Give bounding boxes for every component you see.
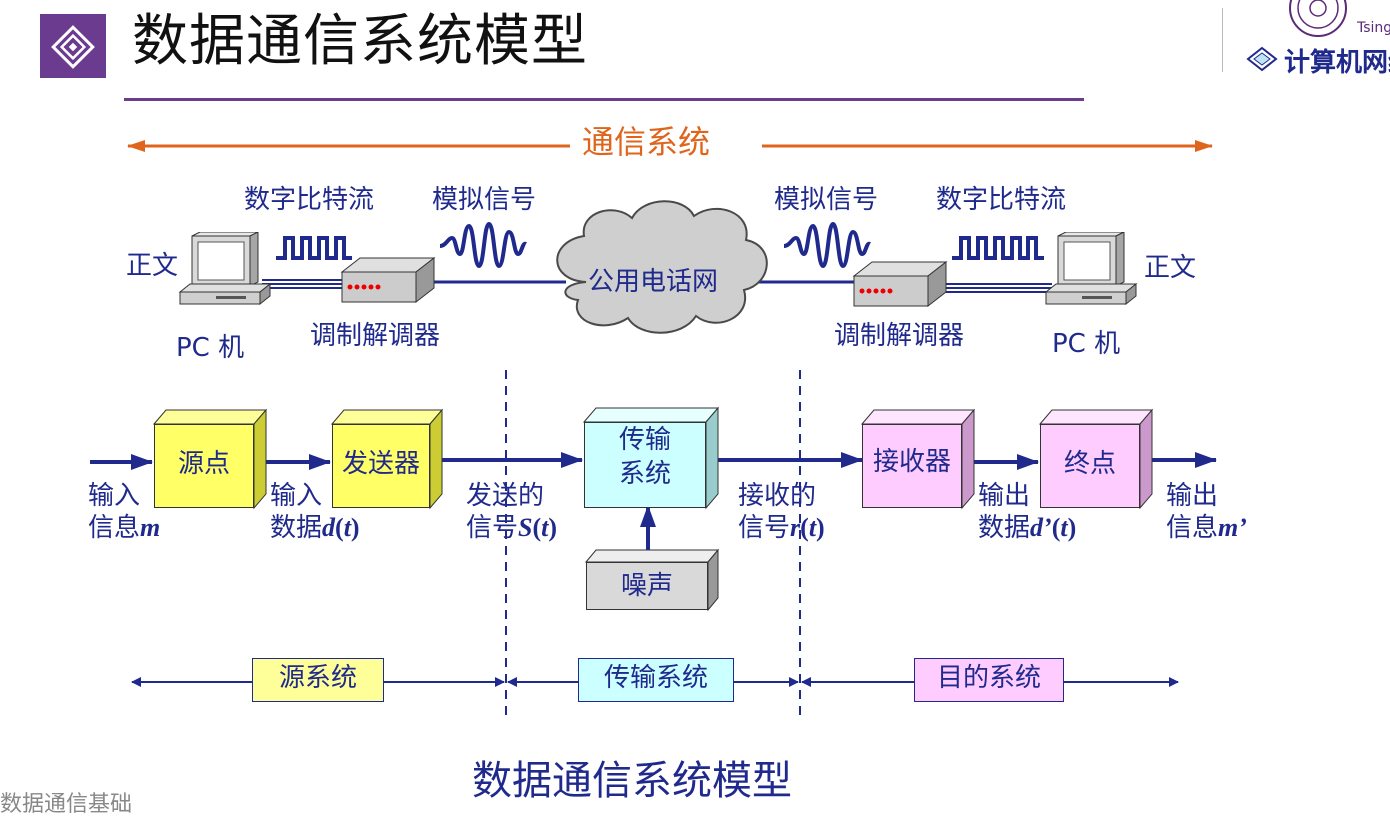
header-logo-icon (40, 14, 106, 78)
destination-system-box: 目的系统 (914, 658, 1064, 702)
transmission-block (584, 422, 706, 508)
modem-icon-right (852, 258, 950, 310)
transmission-label-1: 传输 (618, 425, 671, 455)
output-data-label: 输出 数据d’(t) (978, 481, 1077, 543)
cloud-icon (556, 200, 768, 334)
square-wave-icon-right (952, 236, 1044, 260)
title-underline (124, 98, 1084, 101)
modem-icon-left (340, 254, 438, 306)
received-signal-label: 接收的 信号r(t) (738, 481, 825, 543)
left-modem-label: 调制解调器 (310, 321, 441, 351)
logo-small-text: Tsing (1357, 20, 1390, 36)
input-data-label: 输入 数据d(t) (270, 481, 360, 543)
left-pc-caption: PC 机 (176, 333, 245, 363)
source-block (154, 424, 254, 508)
page-title: 数据通信系统模型 (132, 9, 588, 74)
span-label: 通信系统 (582, 123, 711, 161)
destination-block (1040, 424, 1140, 508)
analog-wave-icon-left (439, 221, 527, 269)
footer-text: 数据通信基础 (0, 792, 133, 817)
right-analog-label: 模拟信号 (774, 185, 879, 215)
transmission-label-2: 系统 (618, 459, 671, 489)
figure-caption: 数据通信系统模型 (472, 758, 792, 804)
right-pc-label: 正文 (1144, 253, 1197, 283)
header-divider (1222, 8, 1223, 72)
right-modem-label: 调制解调器 (834, 321, 965, 351)
receiver-label: 接收器 (872, 447, 951, 477)
left-digital-label: 数字比特流 (244, 185, 375, 215)
input-info-label: 输入 信息m (88, 481, 161, 543)
transmitter-label: 发送器 (341, 449, 420, 479)
transmission-system-box: 传输系统 (578, 658, 734, 702)
right-pc-caption: PC 机 (1052, 329, 1121, 359)
transmitter-block (332, 424, 430, 508)
receiver-block (862, 424, 962, 508)
cloud-label: 公用电话网 (588, 267, 719, 297)
output-info-label: 输出 信息m’ (1166, 481, 1247, 543)
left-analog-label: 模拟信号 (432, 185, 537, 215)
noise-label: 噪声 (620, 571, 673, 601)
left-pc-label: 正文 (126, 251, 179, 281)
source-label: 源点 (177, 449, 230, 479)
destination-label: 终点 (1063, 449, 1116, 479)
logo-diamond-icon (1246, 46, 1278, 72)
sent-signal-label: 发送的 信号S(t) (466, 481, 558, 543)
right-digital-label: 数字比特流 (936, 185, 1067, 215)
source-system-box: 源系统 (252, 658, 384, 702)
pc-icon-right (1042, 231, 1140, 316)
pc-icon-left (176, 231, 274, 316)
square-wave-icon-left (276, 236, 352, 260)
analog-wave-icon-right (783, 221, 871, 269)
university-seal-icon (1288, 0, 1348, 38)
noise-block (586, 562, 708, 610)
logo-text: 计算机网络 (1284, 48, 1390, 78)
